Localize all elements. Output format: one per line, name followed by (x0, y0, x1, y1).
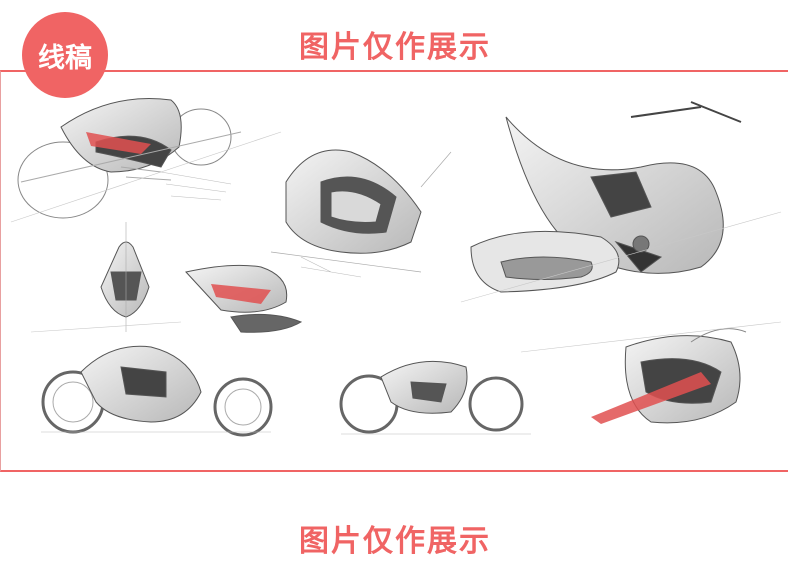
sketch-front-view-left (100, 222, 150, 332)
footer-title: 图片仅作展示 (299, 524, 491, 559)
construction-lines (10, 131, 782, 353)
sketch-frame (0, 70, 788, 472)
badge-label: 线稿 (38, 42, 92, 74)
sketch-badge: 线稿 (22, 12, 108, 98)
sketch-fairing-bottom-right (591, 328, 747, 424)
sketch-swingarm-right (470, 101, 742, 293)
sketch-front-fairing-top-left (17, 98, 242, 219)
motorcycle-sketch-sheet (10, 98, 782, 437)
sketch-bike-bottom-left (41, 345, 273, 437)
sketch-seat-red-arrow (185, 264, 303, 333)
sketch-frame-detail-top-middle (270, 149, 452, 278)
sketch-bike-bottom-middle (339, 360, 531, 435)
header-title: 图片仅作展示 (299, 30, 491, 65)
